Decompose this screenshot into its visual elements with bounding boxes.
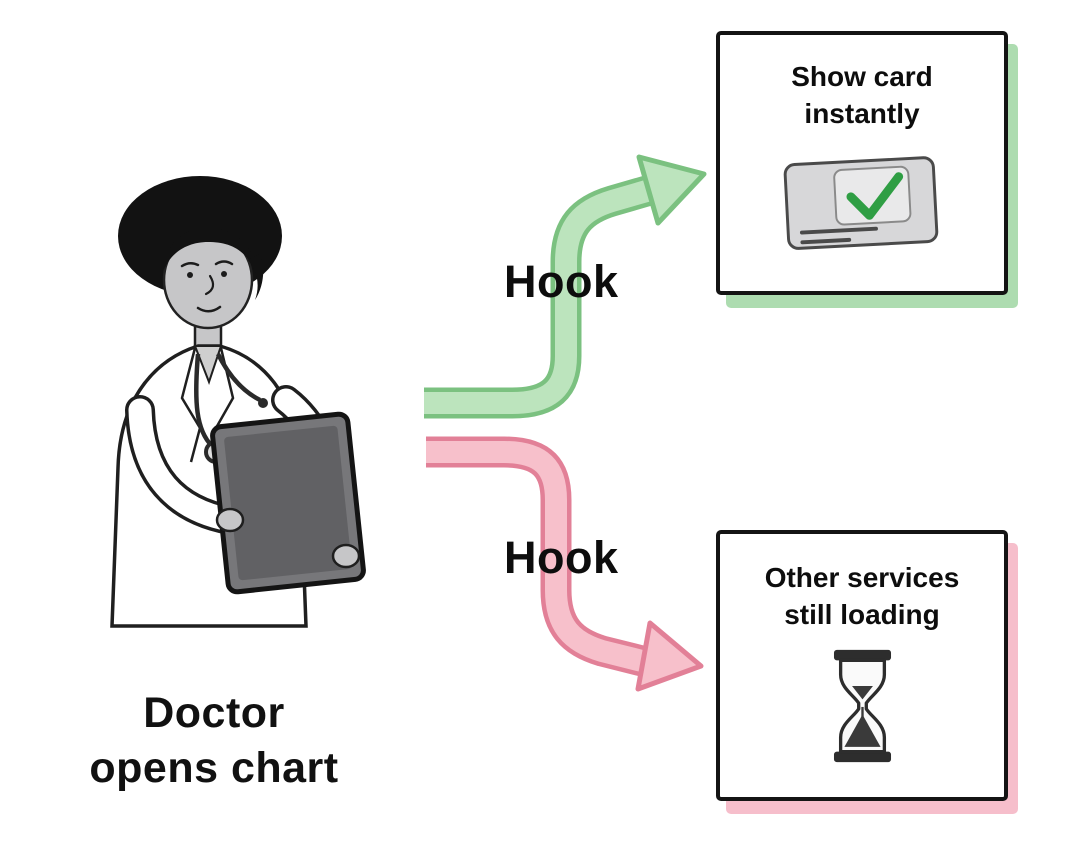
arrowhead-top [636,154,707,226]
doctor-left-arm [125,395,245,535]
actor-caption-line2: opens chart [89,744,339,793]
doctor-hand-left [215,507,245,533]
hook-label-bottom: Hook [504,532,619,583]
doctor-face [162,228,264,330]
hourglass-icon [833,649,891,763]
outcome-box-still-loading: Other services still loading [716,530,1008,801]
doctor-illustration [48,158,388,628]
outcome-title-still-loading: Other services still loading [764,562,960,630]
card-check-icon [783,156,939,250]
hook-arrow-top [424,154,707,419]
outcome-title-show-card: Show card instantly [791,61,933,129]
outcome-box-show-card: Show card instantly [716,31,1008,295]
actor-caption: Doctor opens chart [28,686,400,796]
doctor-hand-right [331,543,361,569]
hook-label-top: Hook [504,256,619,307]
checkmark-icon [846,172,904,220]
hook-arrow-bottom [426,436,704,692]
arrowhead-bottom [635,620,704,692]
actor-caption-line1: Doctor [143,689,285,737]
tablet-icon [210,411,366,595]
